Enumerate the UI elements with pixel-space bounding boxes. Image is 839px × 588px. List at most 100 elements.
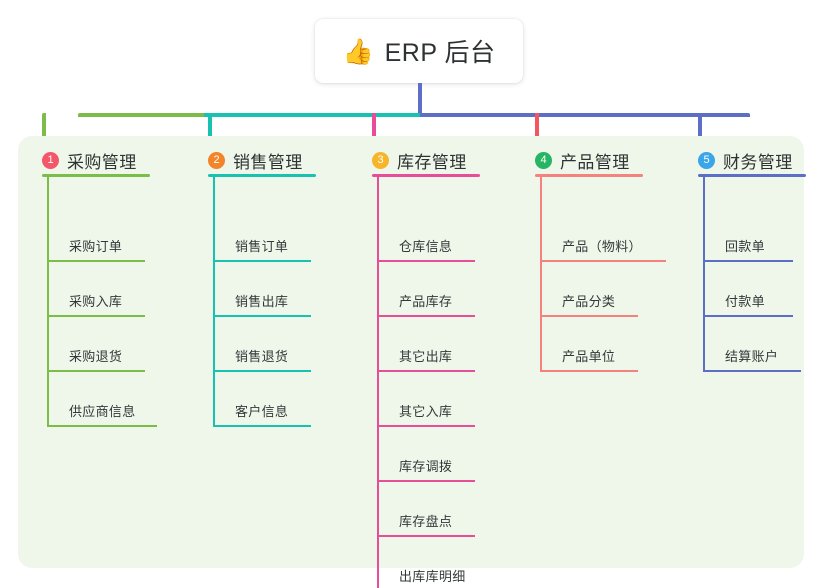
branch-header-underline <box>372 174 480 177</box>
root-trunk-connector <box>418 83 422 115</box>
branch-item-rule <box>215 425 311 427</box>
root-node-content: 👍 ERP 后台 <box>342 33 495 69</box>
branch-item-label: 仓库信息 <box>399 239 453 254</box>
branch-item-rule <box>542 315 638 317</box>
branch-spine <box>377 177 379 588</box>
branch-item-label: 销售订单 <box>235 239 289 254</box>
branch-item[interactable]: 回款单 <box>705 222 793 262</box>
branch-item-rule <box>379 370 475 372</box>
branch-header-underline <box>208 174 316 177</box>
branch-item-label: 采购入库 <box>69 294 123 309</box>
connector-drop-4 <box>535 113 539 151</box>
branch-item-rule <box>379 315 475 317</box>
branch-item[interactable]: 仓库信息 <box>379 222 475 262</box>
branch-item[interactable]: 客户信息 <box>215 387 311 427</box>
branch-item-label: 采购订单 <box>69 239 123 254</box>
branches-panel: 1 采购管理采购订单采购入库采购退货供应商信息 2 销售管理销售订单销售出库销售退货客… <box>18 136 806 588</box>
branch-item-rule <box>705 315 793 317</box>
thumbs-up-icon: 👍 <box>342 37 374 66</box>
branch-number-badge: 1 <box>42 152 59 169</box>
branch-item[interactable]: 销售订单 <box>215 222 311 262</box>
branch-header-underline <box>698 174 806 177</box>
branch-number-badge: 3 <box>372 152 389 169</box>
branch-item[interactable]: 供应商信息 <box>49 387 157 427</box>
branch-item-label: 付款单 <box>725 294 765 309</box>
connector-drop-5 <box>698 113 702 151</box>
branch-item-label: 销售出库 <box>235 294 289 309</box>
branch-number-badge: 5 <box>698 152 715 169</box>
branch-item-rule <box>379 480 475 482</box>
branch-item[interactable]: 产品分类 <box>542 277 638 317</box>
branch-title: 库存管理 <box>397 153 467 172</box>
connector-drop-3 <box>372 113 376 151</box>
branch-spine <box>213 177 215 427</box>
branch-header-underline <box>42 174 150 177</box>
branch-item-rule <box>215 315 311 317</box>
branch-item-label: 产品库存 <box>399 294 453 309</box>
root-node-card[interactable]: 👍 ERP 后台 <box>315 19 523 83</box>
branch-title: 财务管理 <box>723 153 793 172</box>
branch-header-4[interactable]: 4 产品管理 <box>535 148 630 173</box>
branch-item[interactable]: 采购订单 <box>49 222 145 262</box>
root-node-title: ERP 后台 <box>384 39 496 67</box>
branch-title: 销售管理 <box>233 153 303 172</box>
branch-item-label: 回款单 <box>725 239 765 254</box>
branch-title: 采购管理 <box>67 153 137 172</box>
branch-item-label: 库存盘点 <box>399 514 453 529</box>
branch-item[interactable]: 产品单位 <box>542 332 638 372</box>
branch-header-5[interactable]: 5 财务管理 <box>698 148 793 173</box>
branch-item[interactable]: 库存调拨 <box>379 442 475 482</box>
branch-header-3[interactable]: 3 库存管理 <box>372 148 467 173</box>
branch-item[interactable]: 销售出库 <box>215 277 311 317</box>
branch-item-rule <box>542 370 638 372</box>
branch-spine <box>47 177 49 427</box>
branch-item-label: 出库库明细 <box>399 569 466 584</box>
branch-item[interactable]: 采购入库 <box>49 277 145 317</box>
branch-item-rule <box>705 370 801 372</box>
branch-item-rule <box>379 425 475 427</box>
branch-number-badge: 4 <box>535 152 552 169</box>
branch-item-label: 产品单位 <box>562 349 616 364</box>
branch-item-rule <box>379 535 475 537</box>
branch-item-label: 供应商信息 <box>69 404 136 419</box>
branch-item[interactable]: 结算账户 <box>705 332 801 372</box>
branch-item[interactable]: 产品库存 <box>379 277 475 317</box>
branch-spine <box>703 177 705 372</box>
branch-header-1[interactable]: 1 采购管理 <box>42 148 137 173</box>
branch-item-rule <box>705 260 793 262</box>
connector-bar-segment-teal <box>204 113 420 117</box>
branch-header-underline <box>535 174 643 177</box>
branch-item-label: 其它入库 <box>399 404 453 419</box>
branch-item-rule <box>542 260 666 262</box>
branch-item-rule <box>215 260 311 262</box>
connector-bar-segment-green <box>78 113 204 117</box>
branch-item[interactable]: 销售退货 <box>215 332 311 372</box>
branch-item[interactable]: 采购退货 <box>49 332 145 372</box>
branch-item-label: 销售退货 <box>235 349 289 364</box>
branch-item-label: 产品（物料） <box>562 239 642 254</box>
connector-bar-segment-blue <box>420 113 750 117</box>
branch-item-rule <box>215 370 311 372</box>
branch-item[interactable]: 出库库明细 <box>379 552 487 588</box>
connector-drop-1 <box>42 113 46 151</box>
branch-item-label: 结算账户 <box>725 349 779 364</box>
connector-drop-2 <box>208 113 212 151</box>
branch-item[interactable]: 其它入库 <box>379 387 475 427</box>
branch-item-label: 采购退货 <box>69 349 123 364</box>
branch-item[interactable]: 库存盘点 <box>379 497 475 537</box>
branch-item-label: 产品分类 <box>562 294 616 309</box>
branch-header-2[interactable]: 2 销售管理 <box>208 148 303 173</box>
branch-item-rule <box>49 315 145 317</box>
branch-number-badge: 2 <box>208 152 225 169</box>
branch-item-label: 其它出库 <box>399 349 453 364</box>
branch-item-rule <box>49 425 157 427</box>
branch-item-label: 客户信息 <box>235 404 289 419</box>
branch-item[interactable]: 其它出库 <box>379 332 475 372</box>
branch-title: 产品管理 <box>560 153 630 172</box>
branch-item-rule <box>379 260 475 262</box>
branch-item[interactable]: 付款单 <box>705 277 793 317</box>
branch-spine <box>540 177 542 372</box>
branch-item[interactable]: 产品（物料） <box>542 222 666 262</box>
branch-item-rule <box>49 370 145 372</box>
